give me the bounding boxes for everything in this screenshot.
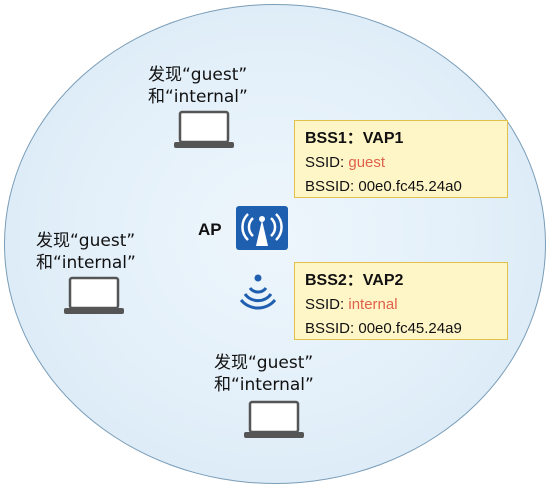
client-left-label: 发现“guest” 和“internal” xyxy=(36,230,136,274)
bss1-bssid-value: 00e0.fc45.24a0 xyxy=(358,178,462,195)
client-top-line1: 发现“guest” xyxy=(148,65,248,85)
bss1-ssid-value: guest xyxy=(348,154,386,171)
bss1-box: BSS1：VAP1 SSID: guest BSSID: 00e0.fc45.2… xyxy=(294,120,508,198)
client-left-line2: 和“internal” xyxy=(36,253,136,273)
bss2-bssid-value: 00e0.fc45.24a9 xyxy=(358,320,462,337)
client-left-line1: 发现“guest” xyxy=(36,231,136,251)
bss1-title: BSS1：VAP1 xyxy=(305,130,404,147)
laptop-icon xyxy=(244,400,304,438)
ap-label: AP xyxy=(198,220,222,239)
client-bottom-line1: 发现“guest” xyxy=(214,353,314,373)
bss2-ssid-row: SSID: internal xyxy=(305,293,497,317)
bss2-bssid-label: BSSID: xyxy=(305,320,355,337)
laptop-icon xyxy=(174,110,234,148)
bss1-ssid-label: SSID: xyxy=(305,154,345,171)
client-top-label: 发现“guest” 和“internal” xyxy=(148,64,248,108)
bss1-bssid-label: BSSID: xyxy=(305,178,355,195)
client-bottom-label: 发现“guest” 和“internal” xyxy=(214,352,314,396)
bss2-box: BSS2：VAP2 SSID: internal BSSID: 00e0.fc4… xyxy=(294,262,508,340)
laptop-icon xyxy=(64,276,124,314)
wifi-signal-icon xyxy=(240,274,276,310)
bss2-ssid-value: internal xyxy=(348,296,398,313)
wifi-ap-icon xyxy=(236,206,288,250)
bss2-bssid-row: BSSID: 00e0.fc45.24a9 xyxy=(305,317,497,341)
client-top-line2: 和“internal” xyxy=(148,87,248,107)
bss1-bssid-row: BSSID: 00e0.fc45.24a0 xyxy=(305,175,497,199)
bss1-ssid-row: SSID: guest xyxy=(305,151,497,175)
bss2-title: BSS2：VAP2 xyxy=(305,272,404,289)
bss2-ssid-label: SSID: xyxy=(305,296,345,313)
client-bottom-line2: 和“internal” xyxy=(214,375,314,395)
